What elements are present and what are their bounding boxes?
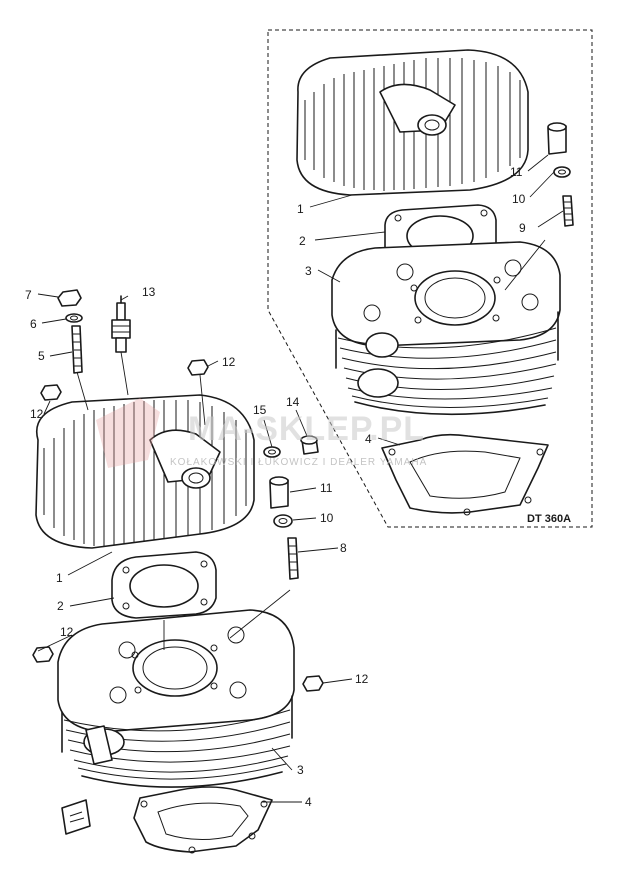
callout-number: 13 xyxy=(142,285,156,299)
callout-number: 12 xyxy=(355,672,369,686)
nut-left xyxy=(57,289,82,307)
watermark-text: MA-SKLEP.PL xyxy=(188,410,425,448)
spark-plug xyxy=(111,295,131,353)
cylinder-head xyxy=(35,394,255,549)
base-gasket xyxy=(133,786,273,854)
nut-12-mid-right xyxy=(302,675,324,692)
washer-15 xyxy=(263,446,281,458)
model-code-label: DT 360A xyxy=(527,513,571,525)
callout-number: 4 xyxy=(365,432,372,446)
inset-washer-nut xyxy=(553,166,571,178)
callout-number: 8 xyxy=(340,541,347,555)
watermark-logo xyxy=(96,398,160,468)
cap-14 xyxy=(300,435,319,455)
watermark-subtext: KOŁAKOWSKI I ŁUKOWICZ I DEALER YAMAHA xyxy=(170,457,427,468)
callout-number: 11 xyxy=(510,165,523,179)
callout-number: 5 xyxy=(38,349,45,363)
inset-stud-bolt xyxy=(562,195,574,227)
callout-number: 1 xyxy=(56,571,63,585)
callout-number: 4 xyxy=(305,795,312,809)
callout-number: 1 xyxy=(297,202,304,216)
nut-12-upper-left xyxy=(40,384,62,401)
callout-number: 3 xyxy=(305,264,312,278)
callout-number: 2 xyxy=(299,234,306,248)
washer-left xyxy=(65,313,83,323)
nut-12-mid-left xyxy=(32,646,54,663)
front-arrow-icon xyxy=(61,799,91,835)
inset-cylinder xyxy=(331,241,561,416)
callout-number: 9 xyxy=(519,221,526,235)
callout-number: 6 xyxy=(30,317,37,331)
callout-number: 10 xyxy=(512,192,526,206)
inset-base-gasket xyxy=(381,433,549,516)
stud-bolt-8 xyxy=(287,537,299,580)
inset-dashed-frame xyxy=(267,29,593,528)
cylinder xyxy=(57,609,295,788)
callout-number: 11 xyxy=(320,481,333,495)
callout-number: 15 xyxy=(253,403,267,417)
inset-leader-lines xyxy=(309,154,564,446)
nut-12-top xyxy=(187,359,209,376)
callout-number: 12 xyxy=(30,407,44,421)
head-gasket xyxy=(111,551,217,619)
sleeve-nut-11 xyxy=(269,476,289,509)
callout-number: 14 xyxy=(286,395,300,409)
stud-bolt-left xyxy=(71,325,83,374)
leader-lines xyxy=(37,293,353,803)
washer-nut-10 xyxy=(273,514,293,528)
callout-number: 7 xyxy=(25,288,32,302)
callout-number: 3 xyxy=(297,763,304,777)
callout-number: 12 xyxy=(222,355,236,369)
inset-sleeve-nut xyxy=(547,122,567,155)
inset-cylinder-head xyxy=(296,49,529,196)
callout-number: 12 xyxy=(60,625,74,639)
callout-number: 2 xyxy=(57,599,64,613)
callout-number: 10 xyxy=(320,511,334,525)
